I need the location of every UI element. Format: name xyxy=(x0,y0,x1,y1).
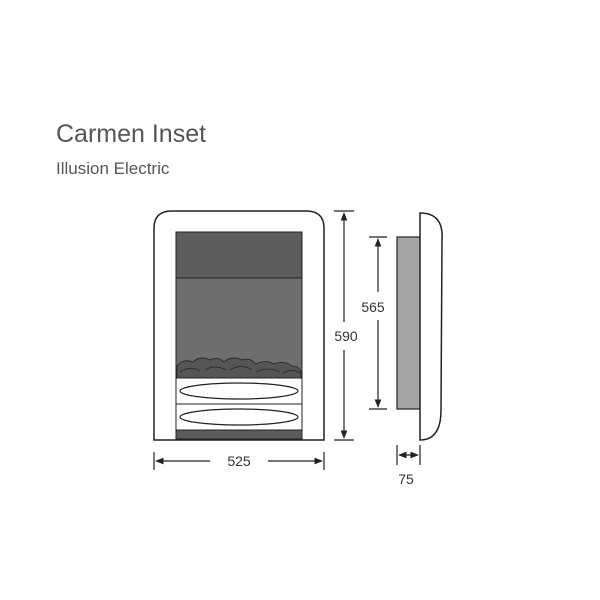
inner-height-label: 565 xyxy=(361,299,385,315)
height-dimension: 590 xyxy=(334,210,358,441)
base-strip xyxy=(175,429,303,440)
coal-bed xyxy=(176,357,302,379)
side-view xyxy=(396,212,443,441)
product-title: Carmen Inset xyxy=(56,120,207,148)
depth-label: 75 xyxy=(398,471,414,487)
side-body xyxy=(396,236,421,410)
depth-dimension: 75 xyxy=(396,445,421,487)
side-front-profile xyxy=(419,212,443,441)
fret-oval-top xyxy=(179,382,299,400)
fret-oval-bottom xyxy=(179,408,299,426)
width-label: 525 xyxy=(227,453,251,469)
front-view xyxy=(153,210,325,441)
firebox-top-panel xyxy=(175,231,303,279)
width-dimension: 525 xyxy=(153,452,325,470)
height-label: 590 xyxy=(334,328,358,344)
product-subtitle: Illusion Electric xyxy=(56,159,170,178)
inner-height-dimension: 565 xyxy=(361,236,387,410)
